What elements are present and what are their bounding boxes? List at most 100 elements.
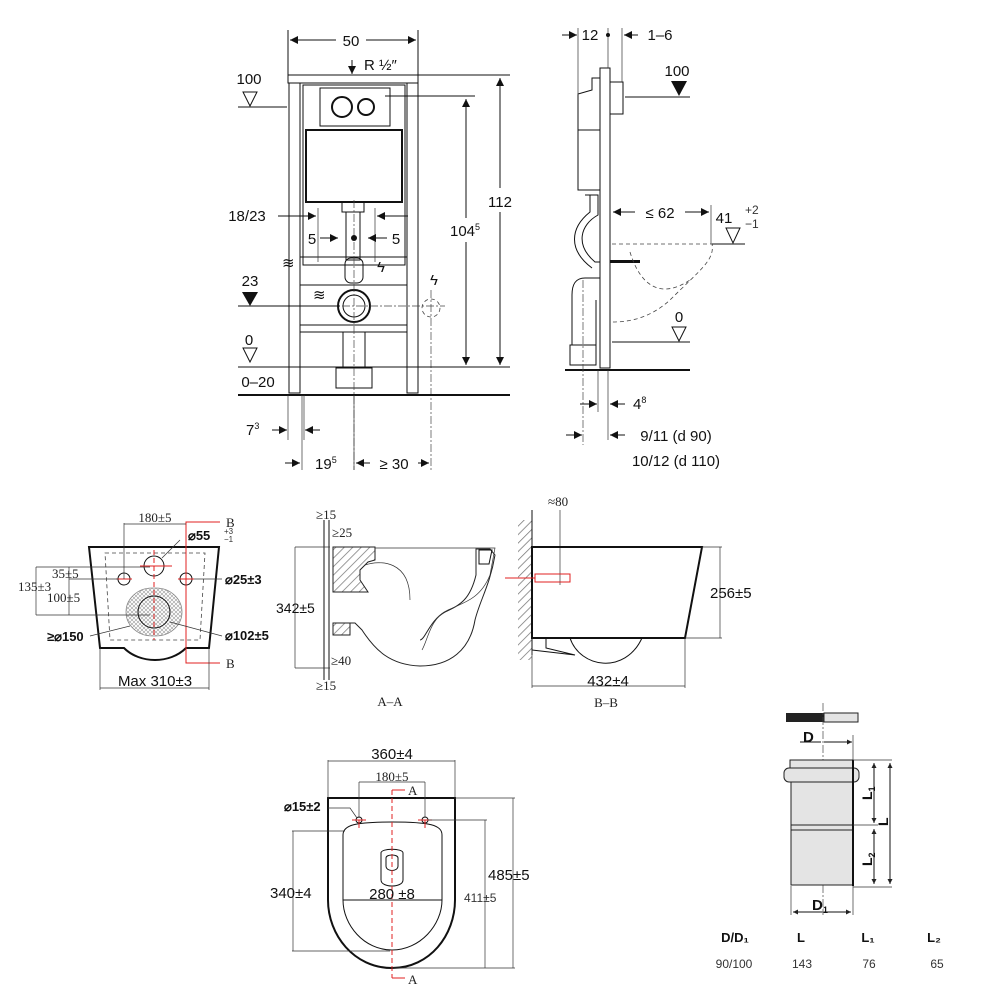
inlet-gap: ≥25 [332, 525, 352, 540]
level-triangle-icon [671, 326, 687, 343]
table-header: L₂ [927, 930, 941, 945]
hole-to-front: 411±5 [464, 891, 497, 905]
max-width: Max 310±3 [118, 673, 192, 690]
side-view: 12 1–6 100 ≤ 62 41 +2 −1 0 48 9/11 (d 90… [562, 27, 759, 470]
front-view: 50 R ½″ 112 1045 100 18/23 5 5 ϟ ϟ ≋ ≋ 2… [228, 30, 512, 473]
label-l2: L [859, 857, 875, 866]
label-l: L [875, 817, 891, 826]
bolt-spacing: 180±5 [375, 769, 408, 784]
bowl-height: 41 [716, 210, 733, 227]
section-aa: ≥15 ≥25 342±5 ≥40 ≥15 A–A [276, 507, 496, 709]
label-l1: L [859, 791, 875, 800]
seat-width: 280 ±8 [369, 886, 415, 903]
tolerance-minus: −1 [745, 217, 759, 231]
level-100: 100 [664, 63, 689, 80]
level-triangle-icon [242, 347, 258, 364]
table-cell: 76 [862, 957, 876, 971]
tolerance-plus: +2 [745, 203, 759, 217]
section-b-top: B [226, 515, 235, 530]
water-icon: ≋ [313, 287, 326, 304]
svg-text:D1: D1 [812, 897, 828, 915]
pipe-offset: 19 [315, 456, 332, 473]
bolt-diameter: ⌀25±3 [225, 572, 262, 587]
svg-text:⌀55: ⌀55 [188, 528, 210, 543]
offset-right: 5 [392, 231, 400, 248]
water-icon: ≋ [282, 255, 295, 272]
level-triangle-filled-icon [671, 81, 687, 96]
level-0: 0 [245, 332, 253, 349]
power-icon: ϟ [377, 259, 385, 276]
table-cell: 90/100 [716, 957, 753, 971]
width-360: 360±4 [371, 746, 413, 763]
seat-length: 340±4 [270, 885, 312, 902]
outlet-diameter: ⌀102±5 [225, 628, 269, 643]
table-header: D/D₁ [721, 930, 749, 945]
label-d: D [803, 729, 814, 746]
table-cell: 143 [792, 957, 812, 971]
pipe-offset-d110: 10/12 (d 110) [632, 453, 720, 470]
length-432: 432±4 [587, 673, 629, 690]
wall-gap: 1–6 [647, 27, 672, 44]
height-112: 112 [488, 194, 512, 211]
section-b-bottom: B [226, 656, 235, 671]
outlet-gap: ≥40 [331, 653, 351, 668]
outlet-span: 18/23 [228, 208, 266, 225]
bolt-hole-diameter: ⌀15±2 [284, 799, 321, 814]
bolt-length: ≈80 [548, 494, 568, 509]
bowl-side [531, 546, 704, 639]
length-485: 485±5 [488, 867, 530, 884]
pipe-fitting: D D1 L1 L L2 D/D₁ L L₁ L₂ 90/100 143 76 … [716, 703, 944, 971]
section-a-bottom: A [408, 972, 418, 987]
svg-text:1045: 1045 [450, 222, 480, 240]
section-aa-caption: A–A [377, 694, 403, 709]
power-socket [421, 298, 441, 318]
svg-text:L2: L2 [859, 852, 877, 866]
foot-offset: 4 [633, 396, 641, 413]
top-view: A A 360±4 180±5 ⌀15±2 485±5 411±5 340±4 … [270, 746, 530, 987]
flush-plate [319, 87, 391, 127]
label-d1: D [812, 897, 823, 914]
level-triangle-filled-icon [242, 292, 258, 306]
pipe-offset-d90: 9/11 (d 90) [640, 428, 711, 445]
rear-view: B B 180±5 ⌀55 +3 −1 35±5 135±3 100±5 ⌀25… [18, 510, 269, 690]
supply-label: R ½″ [364, 57, 398, 74]
depth-12: 12 [582, 27, 599, 44]
bowl-reach: ≤ 62 [645, 205, 674, 222]
offset-left: 5 [308, 231, 316, 248]
bolt-spacing: 180±5 [138, 510, 171, 525]
pipe-cross-section [786, 713, 824, 722]
bottom-gap: ≥15 [316, 678, 336, 693]
top-gap: ≥15 [316, 507, 336, 522]
dimension-table: D/D₁ L L₁ L₂ 90/100 143 76 65 [716, 930, 944, 971]
flush-button-large [331, 96, 353, 118]
foot-width: 7 [246, 422, 254, 439]
svg-text:+3: +3 [224, 527, 234, 536]
inlet-diameter: ⌀55 [188, 528, 210, 543]
level-23: 23 [242, 273, 259, 290]
wall-hatch [518, 520, 532, 660]
section-bb-caption: B–B [594, 695, 618, 710]
frame-post [599, 67, 611, 369]
svg-text:195: 195 [315, 455, 337, 473]
cistern [305, 129, 403, 203]
fixing-bolt [534, 573, 571, 583]
power-icon: ϟ [430, 272, 438, 289]
outlet-area [125, 587, 183, 637]
level-triangle-icon [242, 91, 258, 108]
level-triangle-icon [725, 227, 741, 245]
height-342: 342±5 [276, 600, 315, 616]
height-256: 256±5 [710, 585, 752, 602]
table-header: L₁ [861, 930, 874, 945]
section-a-top: A [408, 783, 418, 798]
level-0: 0 [675, 309, 683, 326]
height-104: 104 [450, 223, 475, 240]
section-bb: 256±5 432±4 ≈80 B–B [505, 494, 752, 710]
power-min-distance: ≥ 30 [379, 456, 408, 473]
bowl-outline [87, 546, 221, 661]
svg-text:L1: L1 [859, 786, 877, 800]
table-header: L [797, 930, 805, 945]
level-100: 100 [236, 71, 261, 88]
svg-text:−1: −1 [224, 535, 234, 544]
svg-text:73: 73 [246, 421, 259, 439]
